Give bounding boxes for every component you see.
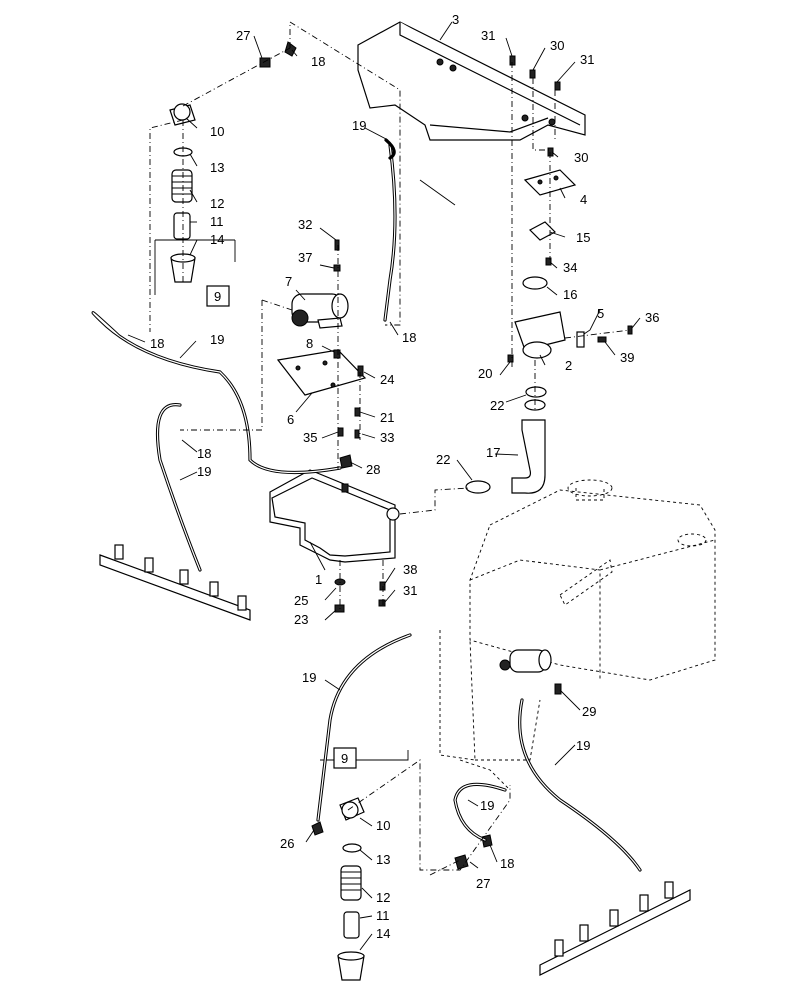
callout-22: 22 xyxy=(490,398,504,413)
callout-22: 22 xyxy=(436,452,450,467)
fuel-tank-outline xyxy=(439,479,716,791)
callout-9-upper: 9 xyxy=(214,289,221,304)
callout-12: 12 xyxy=(376,890,390,905)
reference-box-9-upper xyxy=(206,285,230,307)
callout-10: 10 xyxy=(376,818,390,833)
callout-19: 19 xyxy=(480,798,494,813)
callout-18: 18 xyxy=(197,446,211,461)
callout-11: 11 xyxy=(376,908,390,923)
callout-38: 38 xyxy=(403,562,417,577)
callout-20: 20 xyxy=(478,366,492,381)
callout-39: 39 xyxy=(620,350,634,365)
callout-12: 12 xyxy=(210,196,224,211)
callout-31: 31 xyxy=(580,52,594,67)
callout-35: 35 xyxy=(303,430,317,445)
callout-14: 14 xyxy=(376,926,390,941)
callout-34: 34 xyxy=(563,260,577,275)
callout-33: 33 xyxy=(380,430,394,445)
callout-29: 29 xyxy=(582,704,596,719)
callout-9-lower: 9 xyxy=(341,751,348,766)
callout-14: 14 xyxy=(210,232,224,247)
callout-19: 19 xyxy=(352,118,366,133)
callout-18: 18 xyxy=(500,856,514,871)
callout-36: 36 xyxy=(645,310,659,325)
callout-30: 30 xyxy=(550,38,564,53)
callout-7: 7 xyxy=(285,274,292,289)
callout-27: 27 xyxy=(236,28,250,43)
callout-21: 21 xyxy=(380,410,394,425)
leader-lines xyxy=(127,21,641,951)
nozzle-rail-right xyxy=(539,881,691,976)
callout-5: 5 xyxy=(597,306,604,321)
callout-2: 2 xyxy=(565,358,572,373)
callout-18: 18 xyxy=(150,336,164,351)
callout-25: 25 xyxy=(294,593,308,608)
callout-31: 31 xyxy=(481,28,495,43)
callout-23: 23 xyxy=(294,612,308,627)
callout-30: 30 xyxy=(574,150,588,165)
callout-19: 19 xyxy=(197,464,211,479)
callout-32: 32 xyxy=(298,217,312,232)
callout-24: 24 xyxy=(380,372,394,387)
callout-18: 18 xyxy=(402,330,416,345)
callout-11: 11 xyxy=(210,214,224,229)
callout-17: 17 xyxy=(486,445,500,460)
pump-on-tank xyxy=(499,649,562,695)
reservoir-tank xyxy=(269,454,400,613)
callout-19: 19 xyxy=(302,670,316,685)
callout-6: 6 xyxy=(287,412,294,427)
callout-13: 13 xyxy=(376,852,390,867)
valve-assembly xyxy=(465,55,633,494)
callout-19: 19 xyxy=(576,738,590,753)
callout-27: 27 xyxy=(476,876,490,891)
callout-15: 15 xyxy=(576,230,590,245)
centerlines xyxy=(149,21,631,876)
callout-labels: 3 27 18 31 30 31 10 19 13 30 4 12 11 32 … xyxy=(150,12,659,941)
callout-28: 28 xyxy=(366,462,380,477)
callout-37: 37 xyxy=(298,250,312,265)
hoses xyxy=(91,138,642,872)
mounting-bracket xyxy=(357,21,586,141)
callout-10: 10 xyxy=(210,124,224,139)
callout-1: 1 xyxy=(315,572,322,587)
pump-assembly xyxy=(276,239,367,439)
filter-assembly-upper xyxy=(154,41,297,295)
nozzle-rail-left xyxy=(99,544,251,621)
callout-18: 18 xyxy=(311,54,325,69)
callout-13: 13 xyxy=(210,160,224,175)
callout-3: 3 xyxy=(452,12,459,27)
callout-8: 8 xyxy=(306,336,313,351)
callout-4: 4 xyxy=(580,192,587,207)
callout-26: 26 xyxy=(280,836,294,851)
filter-assembly-lower xyxy=(311,750,493,981)
callout-16: 16 xyxy=(563,287,577,302)
reference-box-9-lower xyxy=(333,747,357,769)
callout-31: 31 xyxy=(403,583,417,598)
callout-19: 19 xyxy=(210,332,224,347)
